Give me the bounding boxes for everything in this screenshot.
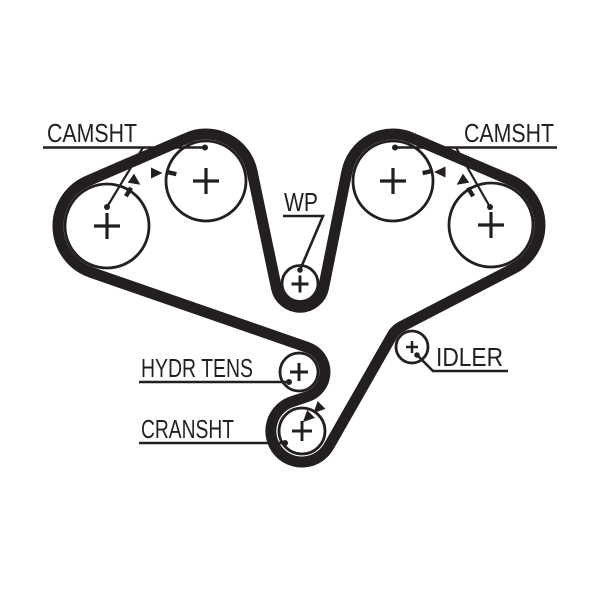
hydraulic-tensioner-pulley bbox=[278, 351, 320, 393]
camshaft-left-leader-line bbox=[106, 146, 144, 208]
center-cross-icon bbox=[94, 213, 120, 239]
center-cross-icon bbox=[193, 168, 219, 194]
crankshaft-pulley bbox=[277, 406, 327, 456]
labels: CAMSHT CAMSHT WP HYDR TENS CRANSHT IDLER bbox=[47, 118, 554, 444]
water-pump-label: WP bbox=[284, 187, 318, 217]
timing-arrow-icon bbox=[313, 401, 326, 414]
leader-dot bbox=[104, 204, 110, 210]
timing-arrow-icon bbox=[456, 173, 470, 185]
center-cross-icon bbox=[406, 341, 418, 353]
timing-arrow-icon bbox=[302, 410, 315, 423]
center-cross-icon bbox=[478, 212, 504, 238]
camshaft-right-leader-line bbox=[455, 146, 491, 208]
leader-dot bbox=[414, 352, 420, 358]
idler-label: IDLER bbox=[436, 342, 503, 372]
pulley-circle bbox=[278, 351, 320, 393]
center-cross-icon bbox=[290, 363, 308, 381]
leader-dot bbox=[392, 144, 398, 151]
timing-marks bbox=[123, 166, 476, 423]
leader-dot bbox=[487, 204, 493, 210]
timing-arrow-icon bbox=[151, 167, 163, 179]
water-pump-leader-line bbox=[283, 214, 325, 271]
center-cross-icon bbox=[292, 421, 312, 441]
timing-arrow-icon bbox=[127, 173, 141, 185]
leader-dot bbox=[286, 379, 292, 385]
camshaft-left-label: CAMSHT bbox=[47, 118, 137, 148]
leader-dot bbox=[297, 267, 303, 273]
pulley-circle bbox=[280, 264, 320, 303]
leader-dot bbox=[282, 440, 288, 446]
timing-tick-icon bbox=[422, 168, 433, 176]
camshaft-right-label: CAMSHT bbox=[464, 118, 554, 148]
timing-belt bbox=[52, 128, 546, 468]
pulley-circle bbox=[164, 139, 248, 223]
idler-pulley bbox=[394, 329, 430, 365]
idler-leader-line bbox=[416, 354, 508, 373]
pulley-circle bbox=[351, 139, 435, 223]
center-cross-icon bbox=[380, 168, 406, 194]
water-pump-pulley bbox=[280, 264, 320, 303]
timing-tick-icon bbox=[123, 186, 134, 198]
timing-tick-icon bbox=[465, 186, 476, 198]
timing-arrow-icon bbox=[434, 166, 446, 178]
pulleys bbox=[63, 139, 535, 456]
pulley-circle bbox=[63, 182, 151, 270]
leader-dot bbox=[202, 144, 208, 151]
leader-lines bbox=[43, 144, 557, 446]
camshaft-pulley-left-outer bbox=[63, 182, 151, 270]
tensioner-label: HYDR TENS bbox=[141, 353, 253, 383]
timing-tick-icon bbox=[166, 169, 177, 177]
pulley-circle bbox=[277, 406, 327, 456]
pulley-circle bbox=[447, 181, 535, 269]
timing-belt-path bbox=[52, 128, 546, 468]
camshaft-pulley-right-inner bbox=[351, 139, 435, 223]
camshaft-pulley-right-outer bbox=[447, 181, 535, 269]
camshaft-pulley-left-inner bbox=[164, 139, 248, 223]
crankshaft-label: CRANSHT bbox=[141, 414, 234, 444]
center-cross-icon bbox=[291, 275, 309, 293]
pulley-circle bbox=[394, 329, 430, 365]
